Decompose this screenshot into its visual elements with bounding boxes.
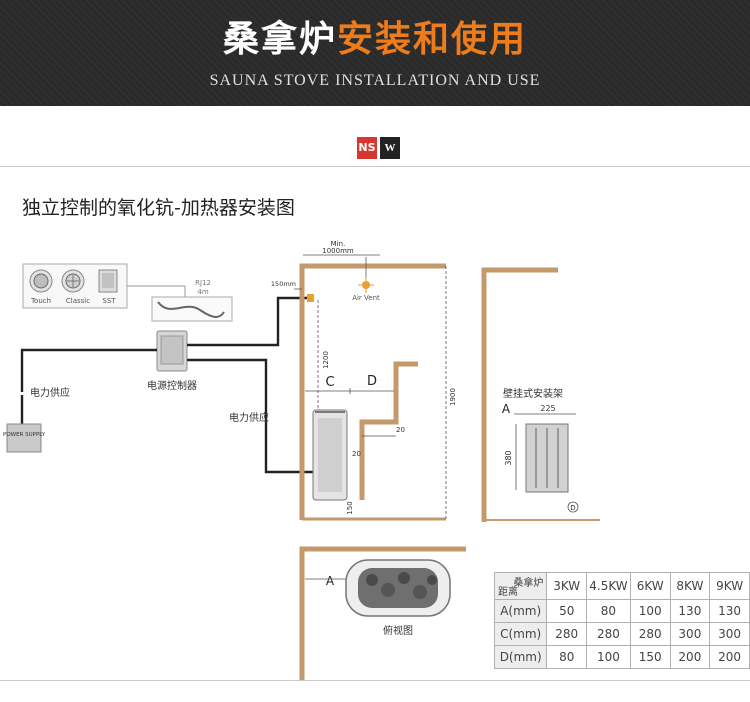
bracket-D-marker [567, 501, 579, 513]
cell-C-9kw: 300 [709, 622, 750, 646]
heater-wire [187, 358, 314, 474]
bench-steps [359, 361, 418, 500]
classic-label: Classic [66, 297, 90, 305]
bracket-plate [525, 423, 569, 493]
bracket-title: 壁挂式安装架 [503, 387, 563, 400]
sensor-150mm-label: 150mm [271, 280, 296, 288]
cell-D-9kw: 200 [709, 645, 750, 669]
sensor-icon [307, 294, 314, 302]
divider-bottom [0, 680, 750, 681]
dim-C: C [325, 375, 334, 390]
row-label-A: A(mm) [493, 599, 548, 623]
cell-C-6kw: 280 [629, 622, 671, 646]
diagram-title: 独立控制的氧化钪-加热器安装图 [22, 197, 295, 219]
topview-stove [345, 559, 451, 617]
bracket-D: D [570, 504, 575, 512]
page-header: 桑拿炉安装和使用 SAUNA STOVE INSTALLATION AND US… [0, 0, 750, 106]
dim-20-upper: 20 [396, 426, 405, 434]
cell-D-6kw: 150 [629, 645, 671, 669]
control-box-label: 电源控制器 [147, 379, 197, 392]
page-subtitle: SAUNA STOVE INSTALLATION AND USE [209, 72, 541, 89]
touch-controller-icon [29, 269, 53, 293]
sst-label: SST [102, 297, 116, 305]
power-supply-box [6, 423, 42, 453]
row-label-C: C(mm) [493, 622, 548, 646]
cell-A-3kw: 50 [546, 599, 588, 623]
sensor-wire [187, 296, 314, 347]
topview-A: A [326, 574, 335, 588]
min-label: Min. [331, 240, 346, 248]
table-header-row: 桑拿炉 距离 3KW 4.5KW 6KW 8KW 9KW [493, 572, 750, 600]
table-row: A(mm) 50 80 100 130 130 [493, 599, 750, 623]
sst-controller-icon [98, 269, 118, 293]
cell-C-8kw: 300 [669, 622, 711, 646]
title-part-white: 桑拿炉 [222, 19, 337, 60]
dim-150: 150 [346, 501, 354, 514]
bracket-225: 225 [540, 404, 555, 413]
corner-top: 桑拿炉 [513, 578, 544, 589]
row-label-D: D(mm) [493, 645, 548, 669]
cell-A-9kw: 130 [709, 599, 750, 623]
cable-coil [157, 301, 225, 318]
table-row: D(mm) 80 100 150 200 200 [493, 645, 750, 669]
supply-wire-left [20, 348, 157, 392]
touch-label: Touch [30, 297, 51, 305]
cell-A-8kw: 130 [669, 599, 711, 623]
room-wall-side [299, 263, 446, 520]
dim-20-lower: 20 [352, 450, 361, 458]
page-title: 桑拿炉安装和使用 [0, 18, 750, 62]
cell-D-3kw: 80 [546, 645, 588, 669]
dim-1200: 1200 [322, 351, 330, 369]
ns-badge: NS [357, 137, 377, 159]
bracket-A: A [502, 402, 511, 416]
cable-name: RJ12 [195, 279, 211, 287]
table-row: C(mm) 280 280 280 300 300 [493, 622, 750, 646]
cable-panel [151, 296, 233, 322]
min-value: 1000mm [322, 247, 354, 255]
topview-label: 俯视图 [383, 624, 413, 637]
power-supply-text: POWER SUPPLY [3, 432, 46, 438]
bracket-380: 380 [504, 450, 513, 465]
bracket-wall [481, 267, 558, 522]
spec-table: 桑拿炉 距离 3KW 4.5KW 6KW 8KW 9KW A(mm) 50 80… [493, 572, 750, 669]
header-4-5kw: 4.5KW [586, 572, 631, 600]
heater-stove [312, 409, 348, 501]
cell-D-4-5kw: 100 [586, 645, 631, 669]
table-corner: 桑拿炉 距离 [493, 572, 548, 600]
air-vent-label: Air Vent [352, 294, 380, 302]
cable-length: 4m [197, 288, 208, 296]
header-9kw: 9KW [709, 572, 750, 600]
classic-controller-icon [61, 269, 85, 293]
cell-A-4-5kw: 80 [586, 599, 631, 623]
corner-bottom: 距离 [498, 587, 518, 598]
title-part-orange: 安装和使用 [337, 19, 528, 60]
cell-C-3kw: 280 [546, 622, 588, 646]
power-label-2: 电力供应 [229, 411, 269, 424]
divider-top [0, 166, 750, 167]
dim-1900: 1900 [449, 388, 457, 406]
header-3kw: 3KW [546, 572, 588, 600]
dim-D: D [367, 374, 377, 389]
air-vent-icon [358, 277, 374, 293]
cell-A-6kw: 100 [629, 599, 671, 623]
w-badge: W [380, 137, 400, 159]
topview-wall [299, 546, 466, 680]
cell-C-4-5kw: 280 [586, 622, 631, 646]
header-6kw: 6KW [629, 572, 671, 600]
power-label-1: 电力供应 [30, 386, 70, 399]
header-8kw: 8KW [669, 572, 711, 600]
cell-D-8kw: 200 [669, 645, 711, 669]
